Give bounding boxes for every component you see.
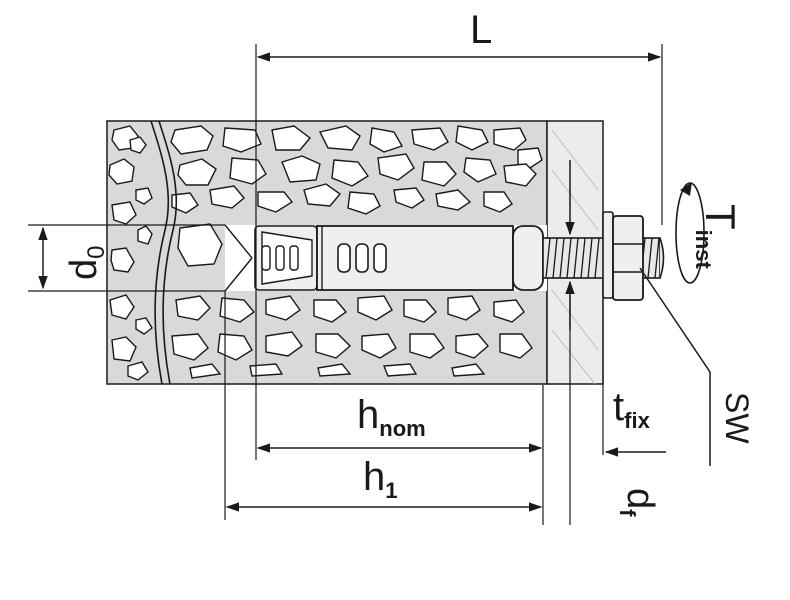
label-d0: d0 bbox=[63, 246, 110, 281]
label-df: df bbox=[615, 488, 661, 517]
label-tfix: tfix bbox=[613, 385, 651, 433]
hex-nut bbox=[612, 215, 644, 301]
label-h-nom: hnom bbox=[357, 393, 426, 441]
dimension-lines bbox=[38, 52, 711, 512]
label-SW: SW bbox=[719, 392, 755, 444]
dimension-labels: L d0 hnom h1 tfix df SW Tinst bbox=[63, 8, 755, 517]
break-line bbox=[150, 120, 170, 385]
torque-rotation-symbol bbox=[675, 182, 705, 284]
extension-lines bbox=[28, 44, 663, 525]
washer bbox=[602, 211, 614, 299]
label-h1: h1 bbox=[363, 455, 398, 503]
label-T-inst: Tinst bbox=[691, 204, 744, 269]
label-L: L bbox=[470, 8, 492, 52]
sw-leader bbox=[639, 267, 711, 466]
anchor-body bbox=[254, 225, 544, 291]
concrete-aggregate bbox=[108, 125, 543, 381]
